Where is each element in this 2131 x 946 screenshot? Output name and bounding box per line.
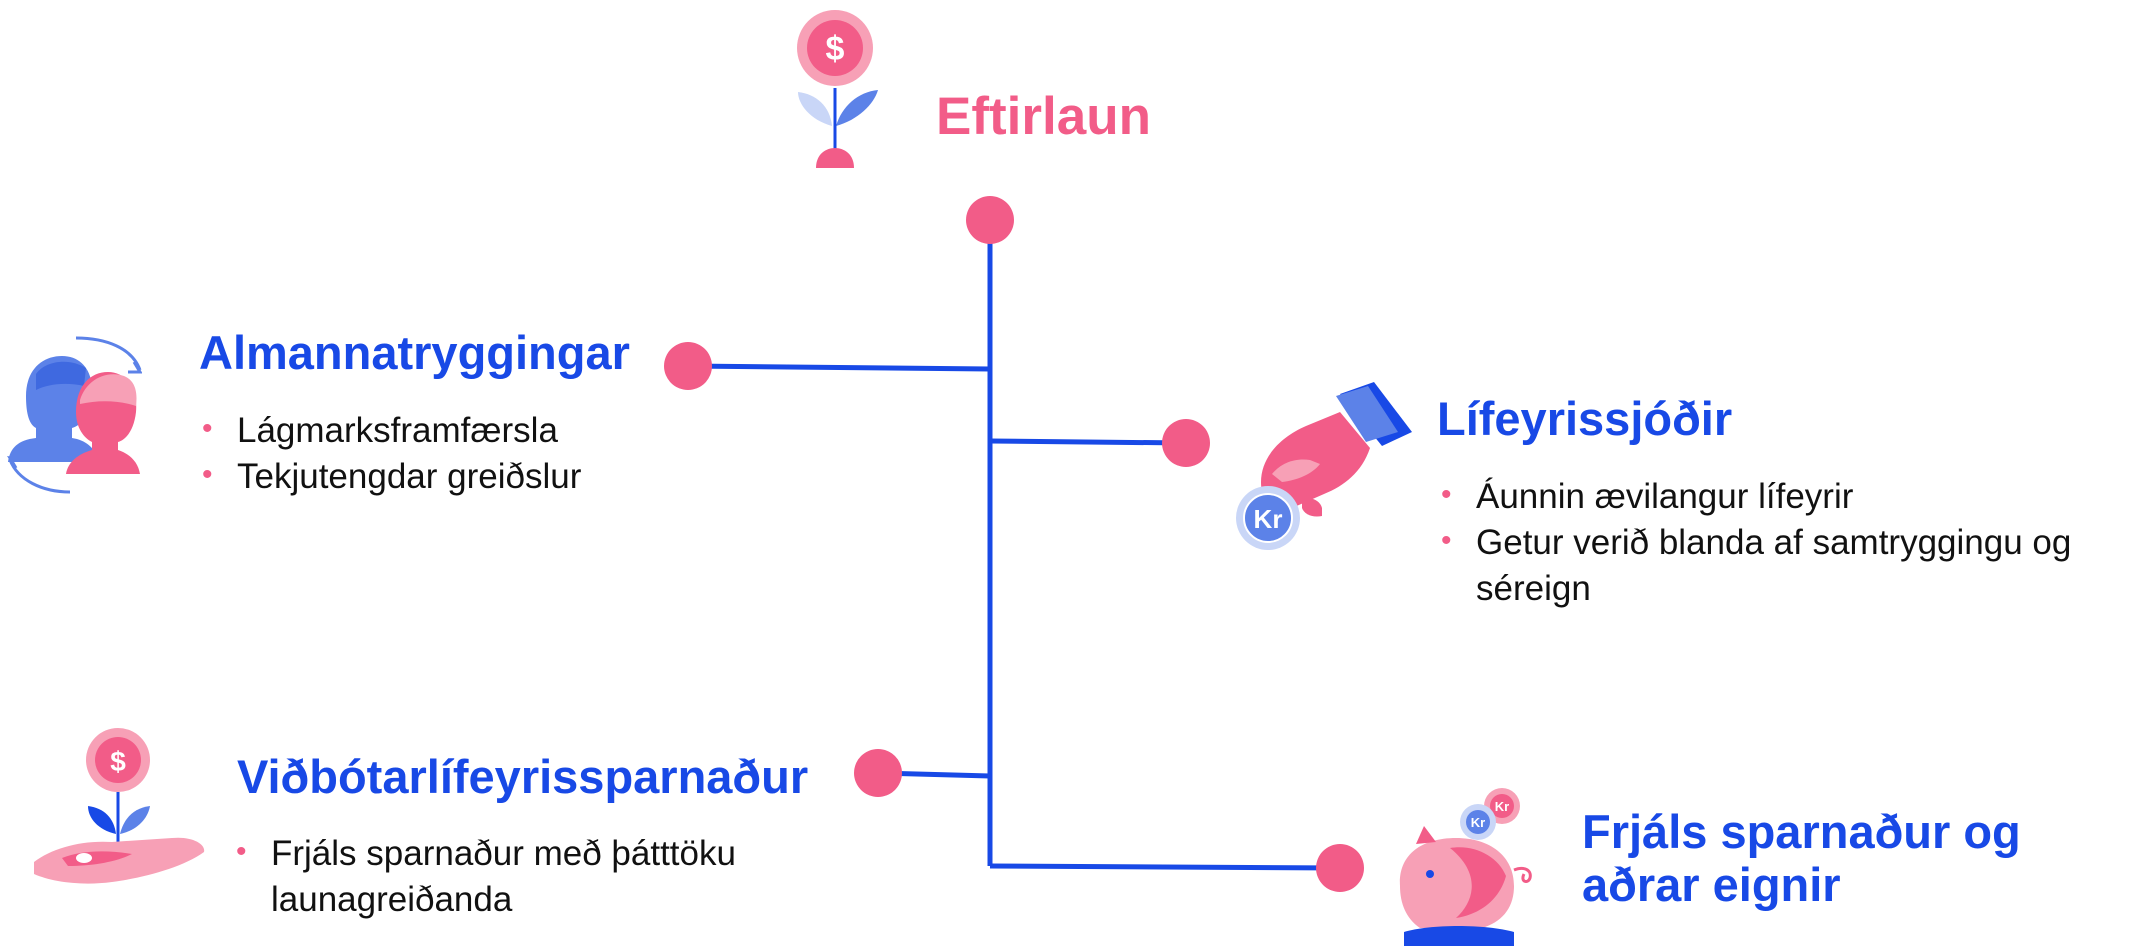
krona-glyph: Kr — [1254, 504, 1283, 534]
krona-glyph: Kr — [1495, 799, 1509, 814]
branch-line-pension-funds — [989, 438, 1187, 446]
dollar-glyph: $ — [826, 30, 845, 68]
dollar-glyph: $ — [110, 746, 126, 777]
bullet-item: Getur verið blanda af samtryggingu og sé… — [1441, 518, 2121, 612]
branch-heading-private-savings: Frjáls sparnaður og aðrar eignir — [1582, 805, 2021, 912]
diagram-title: Eftirlaun — [936, 87, 1151, 146]
hand-coin-icon: Kr — [1236, 382, 1412, 550]
branch-heading-pension-funds: Lífeyrissjóðir — [1437, 392, 1733, 445]
branch-bullets-social-security: Lágmarksframfærsla Tekjutengdar greiðslu… — [202, 406, 581, 500]
people-exchange-icon — [7, 336, 142, 494]
hand-plant-icon: $ — [34, 728, 205, 884]
bullet-item: Áunnin ævilangur lífeyrir — [1441, 472, 2121, 520]
branch-line-private-savings — [989, 863, 1341, 871]
krona-glyph: Kr — [1471, 815, 1485, 830]
bullet-item: Lágmarksframfærsla — [202, 406, 581, 454]
branch-line-social-security — [687, 363, 991, 372]
branch-heading-social-security: Almannatryggingar — [199, 326, 630, 379]
node-private-savings — [1316, 844, 1364, 892]
node-social-security — [664, 342, 712, 390]
branch-bullets-pension-funds: Áunnin ævilangur lífeyrir Getur verið bl… — [1441, 472, 2121, 612]
bullet-item: Tekjutengdar greiðslur — [202, 452, 581, 500]
node-additional-pension — [854, 749, 902, 797]
money-plant-icon: $ — [797, 10, 878, 168]
node-pension-funds — [1162, 419, 1210, 467]
bullet-item: Frjáls sparnaður með þátttöku launagreið… — [236, 829, 796, 923]
root-node — [966, 196, 1014, 244]
branch-heading-additional-pension: Viðbótarlífeyrissparnaður — [237, 750, 809, 803]
branch-bullets-additional-pension: Frjáls sparnaður með þátttöku launagreið… — [236, 829, 796, 923]
piggy-bank-icon: Kr Kr — [1399, 788, 1532, 946]
